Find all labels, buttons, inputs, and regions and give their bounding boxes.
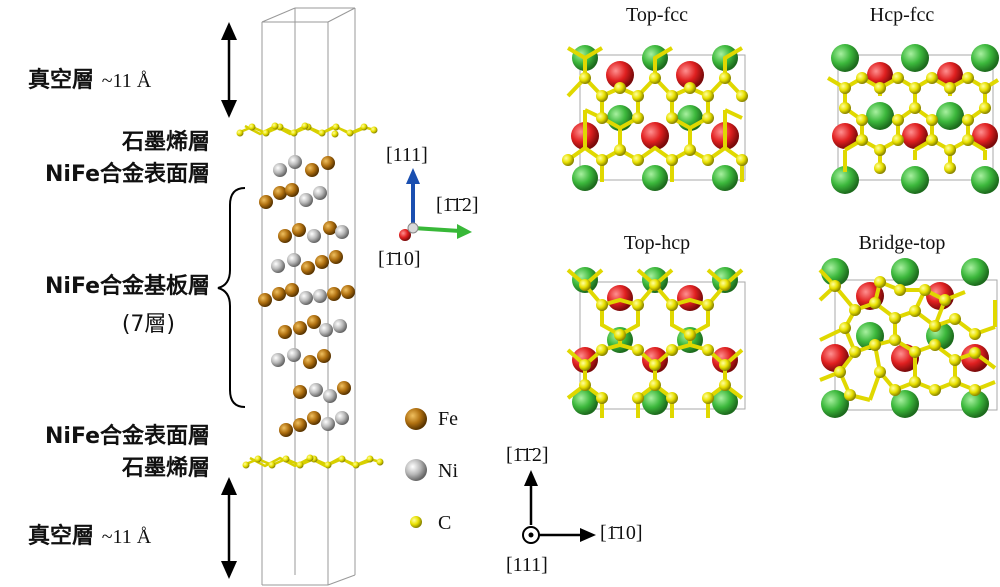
legend-ni-atom	[405, 459, 427, 481]
panel-title-top-fcc: Top-fcc	[626, 4, 688, 26]
panel-title-hcp-fcc: Hcp-fcc	[869, 4, 935, 26]
legend-c-label: C	[438, 512, 452, 534]
axis-top-right-label: [1̄10]	[600, 522, 643, 544]
substrate-brace	[217, 187, 246, 408]
nife-slab	[258, 155, 355, 437]
vacuum-bottom-text: 真空層	[28, 524, 95, 549]
surface-bottom-label: NiFe合金表面層	[44, 424, 210, 449]
graphene-bottom-label: 石墨烯層	[121, 456, 210, 481]
legend-fe-atom	[405, 408, 427, 430]
legend-ni-label: Ni	[438, 460, 458, 482]
axis-triad-side	[399, 168, 472, 241]
panel-top-fcc	[562, 45, 748, 191]
axis-side-out-label: [1̄10]	[378, 248, 421, 270]
panel-title-bridge-top: Bridge-top	[858, 232, 946, 254]
panel-hcp-fcc	[826, 44, 1000, 194]
axis-top-up-label: [1̄1̄2]	[506, 444, 549, 466]
legend-c-atom	[410, 516, 422, 528]
axis-side-up-label: [111]	[386, 144, 428, 166]
panel-top-hcp	[566, 267, 746, 418]
graphene-top-layer	[236, 122, 378, 138]
vacuum-top-label: 真空層 ~11 Å	[28, 62, 151, 94]
substrate-count-label: (7層)	[121, 312, 175, 337]
substrate-label: NiFe合金基板層	[44, 274, 210, 299]
vacuum-bottom-arrow	[221, 477, 237, 579]
axis-side-right-label: [1̄1̄2]	[436, 194, 479, 216]
axis-triad-top	[522, 470, 596, 544]
vacuum-top-size: ~11 Å	[101, 70, 152, 92]
panel-title-top-hcp: Top-hcp	[623, 232, 691, 254]
graphene-top-label: 石墨烯層	[121, 130, 210, 155]
graphene-bottom-layer	[242, 454, 384, 469]
legend-fe-label: Fe	[438, 408, 458, 430]
vacuum-top-arrow	[221, 22, 237, 118]
vacuum-top-text: 真空層	[28, 68, 95, 93]
panel-bridge-top	[818, 258, 998, 418]
surface-top-label: NiFe合金表面層	[44, 162, 210, 187]
axis-top-out-label: [111]	[506, 554, 548, 576]
vacuum-bottom-label: 真空層 ~11 Å	[28, 518, 151, 550]
vacuum-bottom-size: ~11 Å	[101, 526, 152, 548]
